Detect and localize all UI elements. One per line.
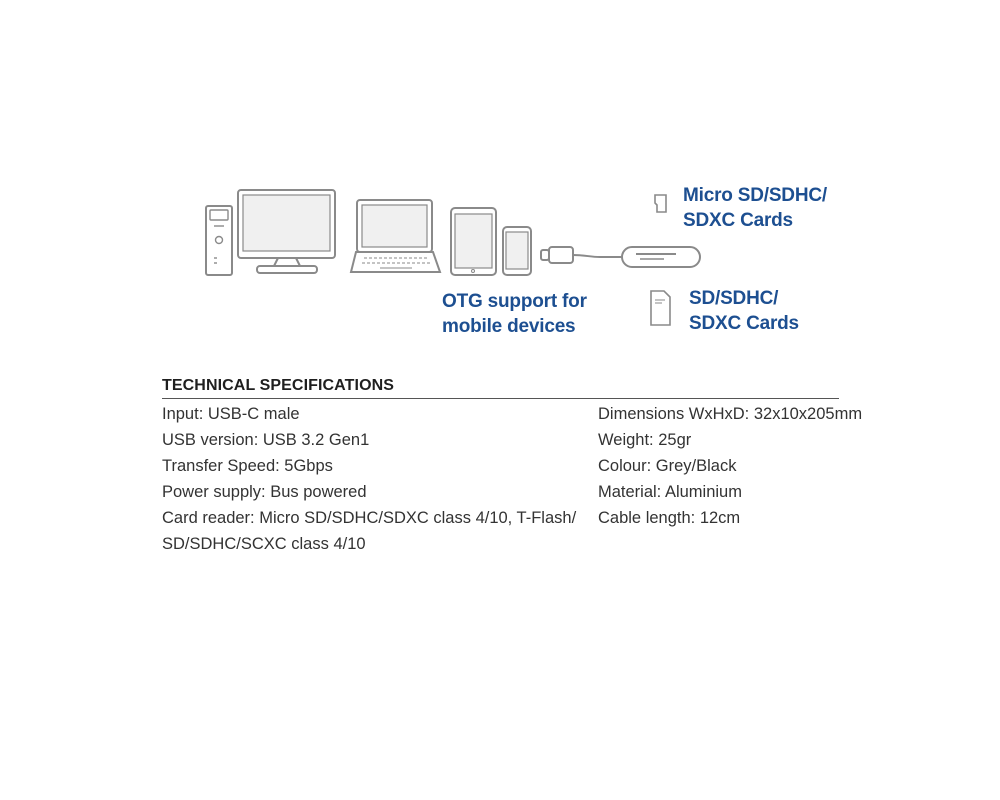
specs-left-column: Input: USB-C male USB version: USB 3.2 G… [162,401,582,557]
spec-input: Input: USB-C male [162,405,300,423]
spec-dimensions: Dimensions WxHxD: 32x10x205mm [598,405,863,423]
specs-divider [162,398,839,399]
specs-right-column: Dimensions WxHxD: 32x10x205mm Weight: 25… [598,401,863,531]
spec-material: Material: Aluminium [598,483,742,501]
specs-heading: TECHNICAL SPECIFICATIONS [162,377,395,394]
connectivity-illustration [205,189,701,326]
spec-power-supply: Power supply: Bus powered [162,483,367,501]
smartphone-icon [502,226,532,276]
sd-card-icon [650,290,671,326]
spec-colour: Colour: Grey/Black [598,457,737,475]
microsd-callout-line-2: SDXC Cards [683,210,793,231]
monitor-icon [237,189,336,274]
microsd-callout: Micro SD/SDHC/ SDXC Cards [683,183,827,233]
sd-callout: SD/SDHC/ SDXC Cards [689,286,799,336]
sd-callout-line-2: SDXC Cards [689,313,799,334]
microsd-callout-line-1: Micro SD/SDHC/ [683,185,827,206]
spec-weight: Weight: 25gr [598,431,692,449]
spec-transfer-speed: Transfer Speed: 5Gbps [162,457,333,475]
spec-card-reader: Card reader: Micro SD/SDHC/SDXC class 4/… [162,509,577,527]
microsd-card-icon [654,194,667,213]
tablet-icon [450,207,497,276]
sd-callout-line-1: SD/SDHC/ [689,288,779,309]
otg-callout-line-1: OTG support for [442,291,587,312]
card-reader-hub-icon [621,246,701,268]
spec-cable-length: Cable length: 12cm [598,509,741,527]
otg-callout-line-2: mobile devices [442,316,576,337]
otg-callout: OTG support for mobile devices [442,289,587,339]
desktop-tower-icon [205,205,233,276]
spec-card-reader-cont: SD/SDHC/SCXC class 4/10 [162,535,366,553]
spec-usb-version: USB version: USB 3.2 Gen1 [162,431,370,449]
laptop-icon [349,199,442,273]
usb-c-connector-icon [540,246,622,264]
